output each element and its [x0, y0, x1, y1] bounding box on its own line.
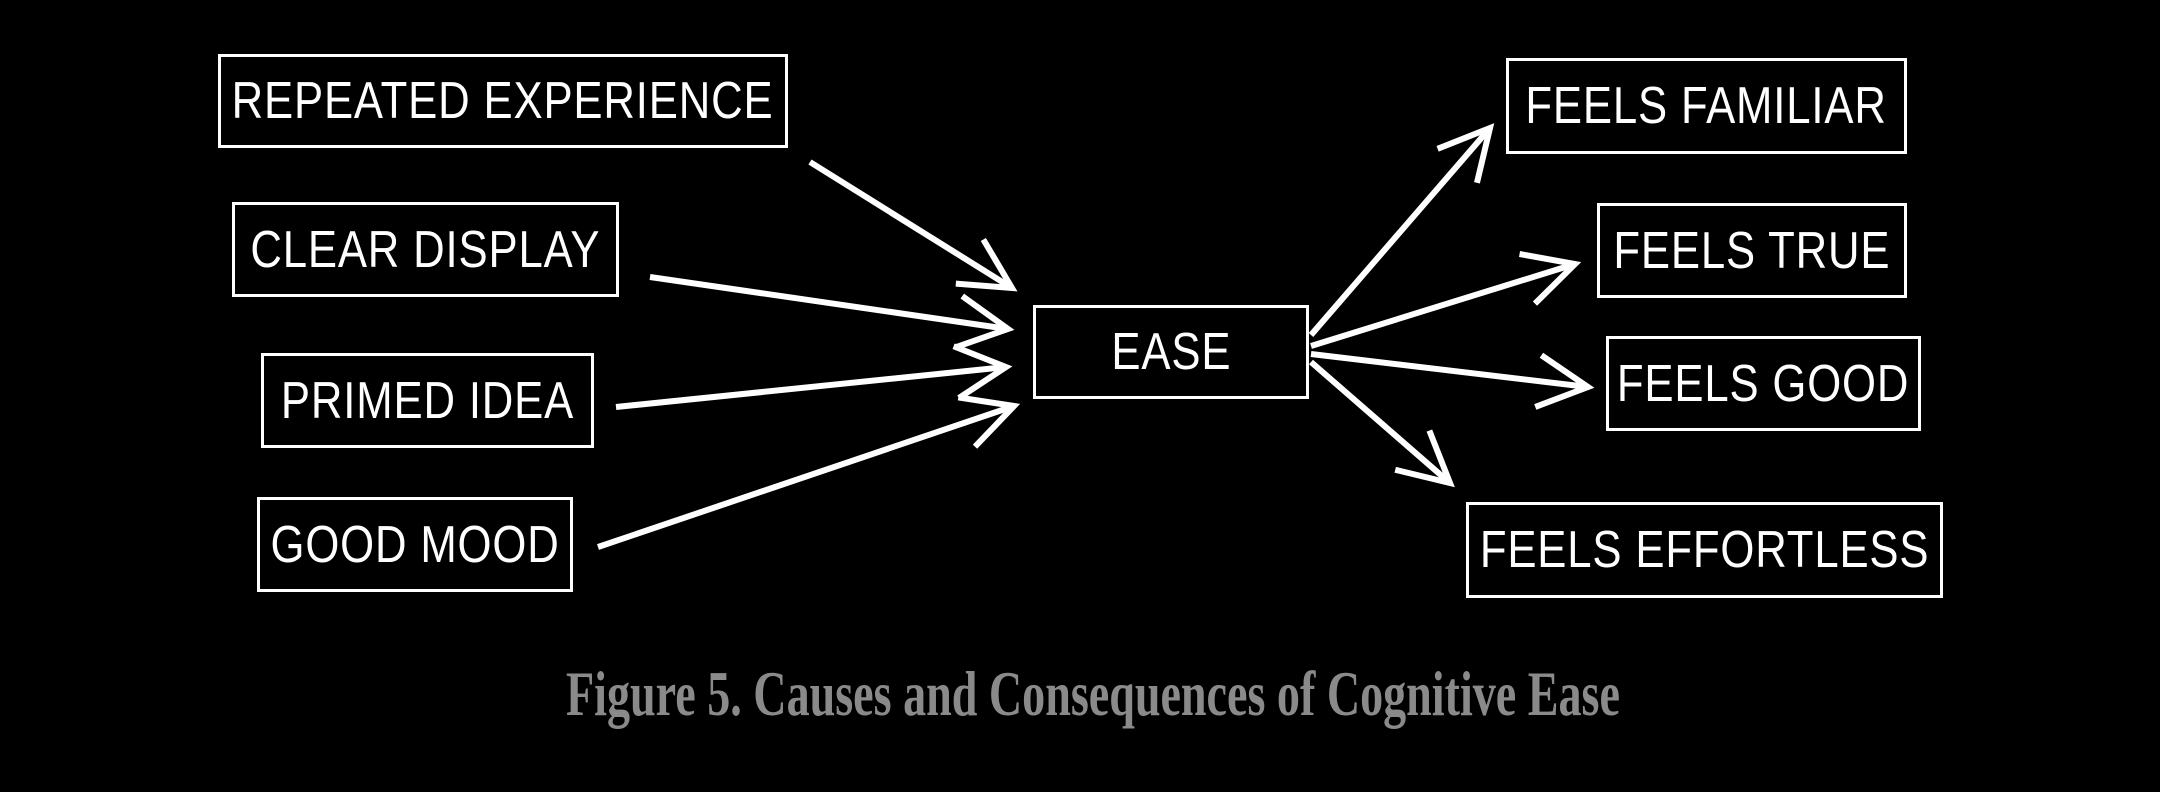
arrow-ease-to-feels-familiar [1308, 123, 1495, 337]
node-label: PRIMED IDEA [280, 371, 575, 430]
node-label: GOOD MOOD [270, 515, 560, 574]
arrow-repeated-experience-to-ease [808, 159, 1018, 292]
arrow-ease-to-feels-true [1310, 251, 1582, 349]
node-label: EASE [1111, 323, 1231, 381]
node-feels-effortless: FEELS EFFORTLESS [1466, 502, 1943, 598]
node-feels-good: FEELS GOOD [1606, 336, 1921, 431]
node-label: FEELS GOOD [1617, 354, 1910, 413]
figure-caption: Figure 5. Causes and Consequences of Cog… [566, 658, 1620, 729]
node-primed-idea: PRIMED IDEA [261, 353, 594, 448]
node-feels-true: FEELS TRUE [1597, 203, 1907, 298]
node-label: CLEAR DISPLAY [250, 220, 601, 279]
arrow-clear-display-to-ease [649, 274, 1015, 351]
node-label: FEELS EFFORTLESS [1479, 521, 1930, 579]
node-good-mood: GOOD MOOD [257, 497, 573, 592]
arrow-ease-to-feels-effortless [1309, 359, 1455, 488]
node-label: FEELS TRUE [1613, 221, 1891, 280]
node-clear-display: CLEAR DISPLAY [232, 202, 619, 297]
node-repeated-experience: REPEATED EXPERIENCE [218, 54, 788, 148]
arrow-good-mood-to-ease [597, 394, 1021, 550]
node-label: REPEATED EXPERIENCE [232, 72, 774, 130]
arrow-ease-to-feels-good [1310, 351, 1595, 410]
node-feels-familiar: FEELS FAMILIAR [1506, 58, 1907, 154]
node-ease: EASE [1033, 305, 1309, 399]
node-label: FEELS FAMILIAR [1525, 77, 1888, 135]
arrow-primed-idea-to-ease [615, 343, 1013, 410]
